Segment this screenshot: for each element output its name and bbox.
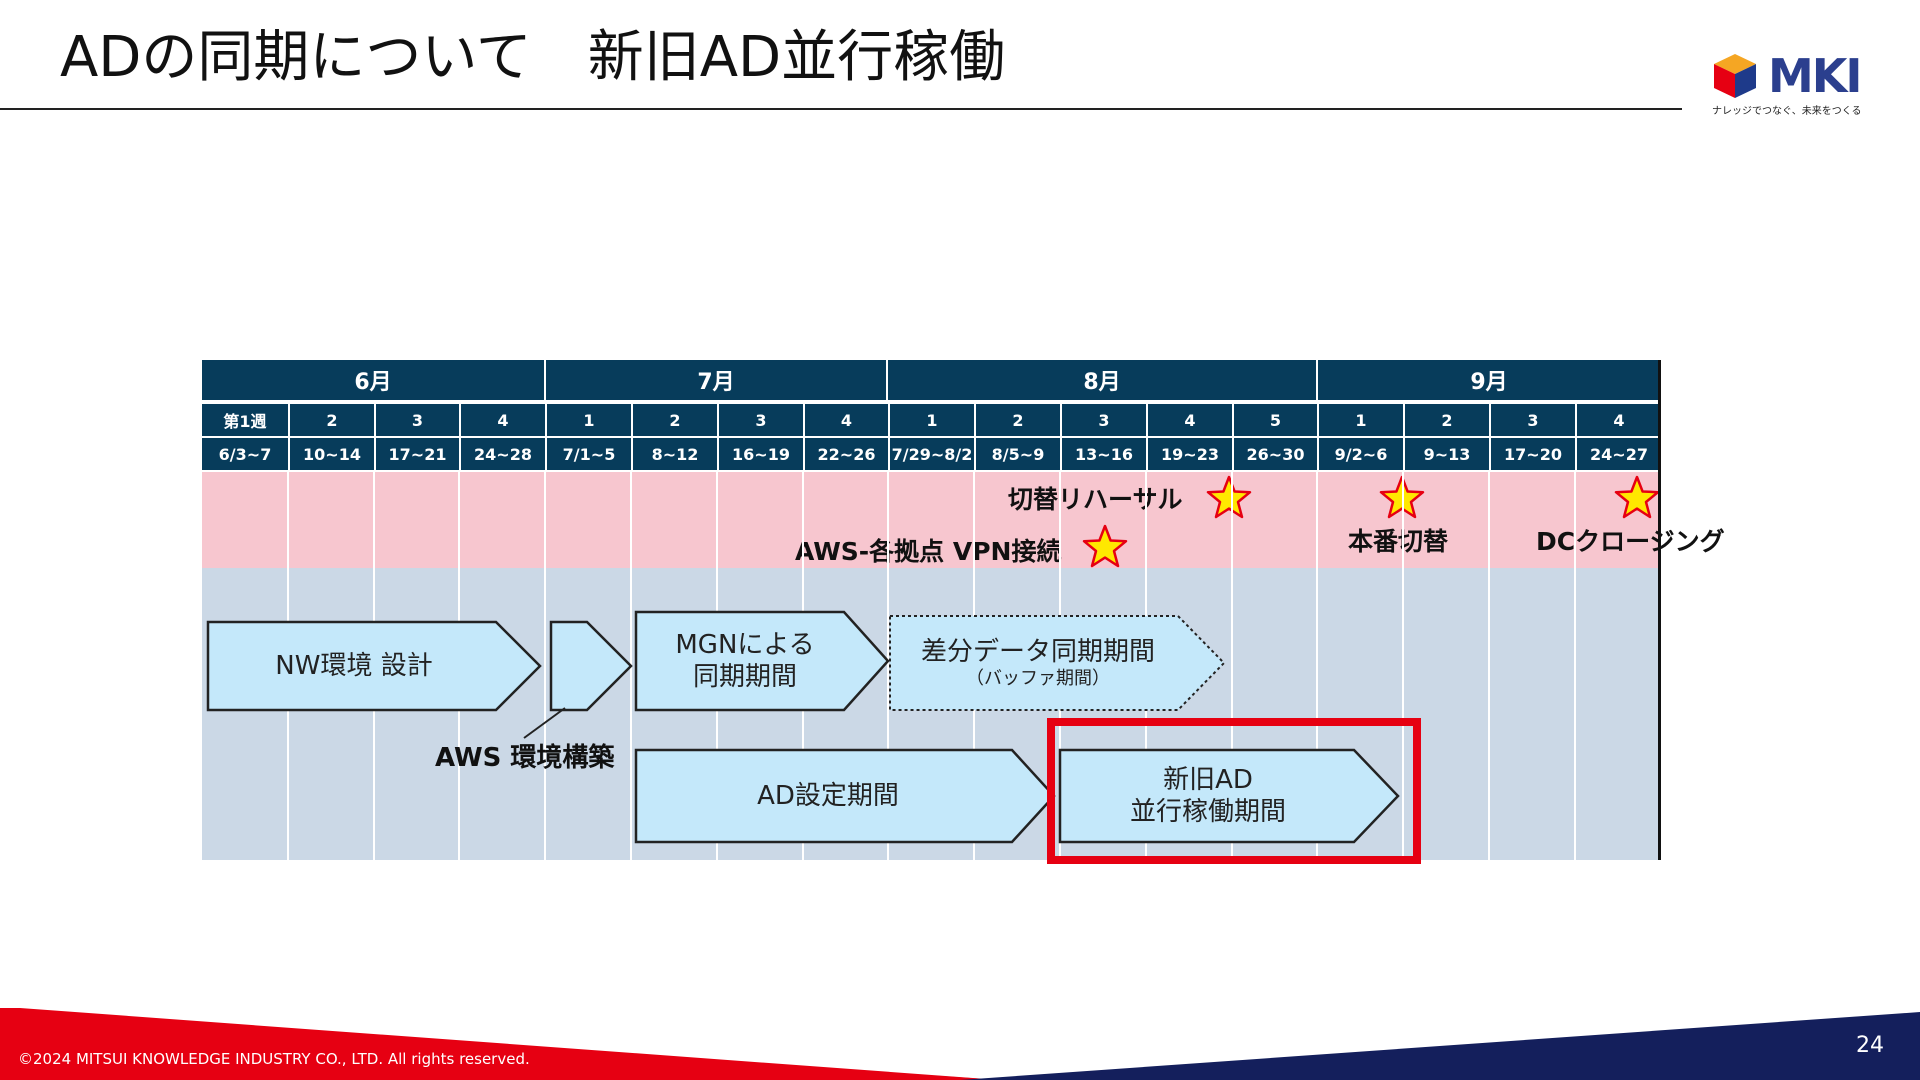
week-grid-line xyxy=(544,472,546,860)
task-ad-setup-label: AD設定期間 xyxy=(757,781,899,811)
week-header-cell: 5 xyxy=(1232,404,1317,436)
week-date-cell: 24~28 xyxy=(459,438,545,470)
week-date-cell: 7/29~8/2 xyxy=(888,438,974,470)
week-header-cell: 2 xyxy=(1403,404,1489,436)
task-mgn-sync-arrow xyxy=(634,610,890,712)
week-header-cell: 2 xyxy=(974,404,1060,436)
week-date-cell: 26~30 xyxy=(1232,438,1317,470)
week-header-cell: 3 xyxy=(1489,404,1575,436)
milestone-band xyxy=(202,472,1660,568)
parallel-run-highlight-box xyxy=(1047,718,1421,864)
task-ad-setup-arrow xyxy=(634,748,1056,844)
week-header-cell: 3 xyxy=(1060,404,1146,436)
task-aws-build-label: AWS 環境構築 xyxy=(435,743,615,773)
week-header-cell: 1 xyxy=(888,404,974,436)
week-date-cell: 8~12 xyxy=(631,438,717,470)
logo-wordmark: MKI xyxy=(1768,49,1863,103)
month-header-july: 7月 xyxy=(544,360,886,400)
logo-tagline: ナレッジでつなぐ、未来をつくる xyxy=(1712,106,1862,117)
week-header-cell: 3 xyxy=(717,404,803,436)
week-date-cell: 19~23 xyxy=(1146,438,1232,470)
week-header-cell: 1 xyxy=(1317,404,1403,436)
week-header-cell: 1 xyxy=(545,404,631,436)
week-grid-line xyxy=(887,472,889,860)
week-date-cell: 24~27 xyxy=(1575,438,1661,470)
slide-title: ADの同期について 新旧AD並行稼働 xyxy=(60,25,1006,90)
week-date-cell: 8/5~9 xyxy=(974,438,1060,470)
week-grid-line xyxy=(1574,472,1576,860)
page-number: 24 xyxy=(1856,1033,1884,1058)
week-date-cell: 17~20 xyxy=(1489,438,1575,470)
week-date-cell: 10~14 xyxy=(288,438,374,470)
milestone-rehearsal-star-icon xyxy=(1206,475,1252,519)
milestone-vpn-star-icon xyxy=(1082,524,1128,568)
week-header-cell: 4 xyxy=(459,404,545,436)
aws-build-callout-line xyxy=(523,707,566,739)
week-header-cell: 4 xyxy=(1575,404,1661,436)
week-header-cell: 4 xyxy=(803,404,888,436)
task-diff-sync-label: 差分データ同期期間 （バッファ期間） xyxy=(920,637,1155,689)
task-diff-sync-arrow xyxy=(889,615,1226,711)
week-header-cell: 3 xyxy=(374,404,459,436)
footer-band xyxy=(0,1008,1920,1080)
week-grid-line xyxy=(1316,472,1318,860)
milestone-rehearsal-label: 切替リハーサル xyxy=(1008,485,1183,514)
task-parallel-run-arrow xyxy=(1058,748,1400,844)
copyright-text: ©2024 MITSUI KNOWLEDGE INDUSTRY CO., LTD… xyxy=(18,1050,530,1068)
task-mgn-sync-label: MGNによる 同期期間 xyxy=(675,630,815,692)
week-date-cell: 6/3~7 xyxy=(202,438,288,470)
milestone-cutover-label: 本番切替 xyxy=(1348,527,1449,556)
milestone-vpn-label: AWS-各拠点 VPN接続 xyxy=(795,537,1062,566)
week-date-cell: 13~16 xyxy=(1060,438,1146,470)
week-date-cell: 9/2~6 xyxy=(1317,438,1403,470)
week-date-cell: 16~19 xyxy=(717,438,803,470)
week-header-cell: 2 xyxy=(631,404,717,436)
company-logo: MKI ナレッジでつなぐ、未来をつくる xyxy=(1712,49,1872,117)
title-underline xyxy=(0,108,1682,110)
logo-cube-icon xyxy=(1714,54,1756,98)
week-date-cell: 7/1~5 xyxy=(545,438,631,470)
week-grid-line xyxy=(1488,472,1490,860)
task-nw-design-label: NW環境 設計 xyxy=(275,651,433,681)
week-header-cell: 4 xyxy=(1146,404,1232,436)
week-header-cell: 第1週 xyxy=(202,404,288,436)
week-grid-line xyxy=(1231,472,1233,860)
milestone-dc-closing-star-icon xyxy=(1614,475,1660,519)
month-header-june: 6月 xyxy=(202,360,544,400)
week-date-cell: 17~21 xyxy=(374,438,459,470)
week-date-cell: 9~13 xyxy=(1403,438,1489,470)
task-parallel-run-label: 新旧AD 並行稼働期間 xyxy=(1129,765,1286,827)
week-grid-line xyxy=(1402,472,1404,860)
chart-right-edge xyxy=(1658,360,1661,860)
task-aws-build-arrow xyxy=(549,620,633,712)
week-date-cell: 22~26 xyxy=(803,438,888,470)
week-header-cell: 2 xyxy=(288,404,374,436)
task-nw-design-arrow xyxy=(206,620,542,712)
month-header-september: 9月 xyxy=(1316,360,1660,400)
month-header-august: 8月 xyxy=(886,360,1316,400)
milestone-dc-closing-label: DCクロージング xyxy=(1536,527,1725,556)
